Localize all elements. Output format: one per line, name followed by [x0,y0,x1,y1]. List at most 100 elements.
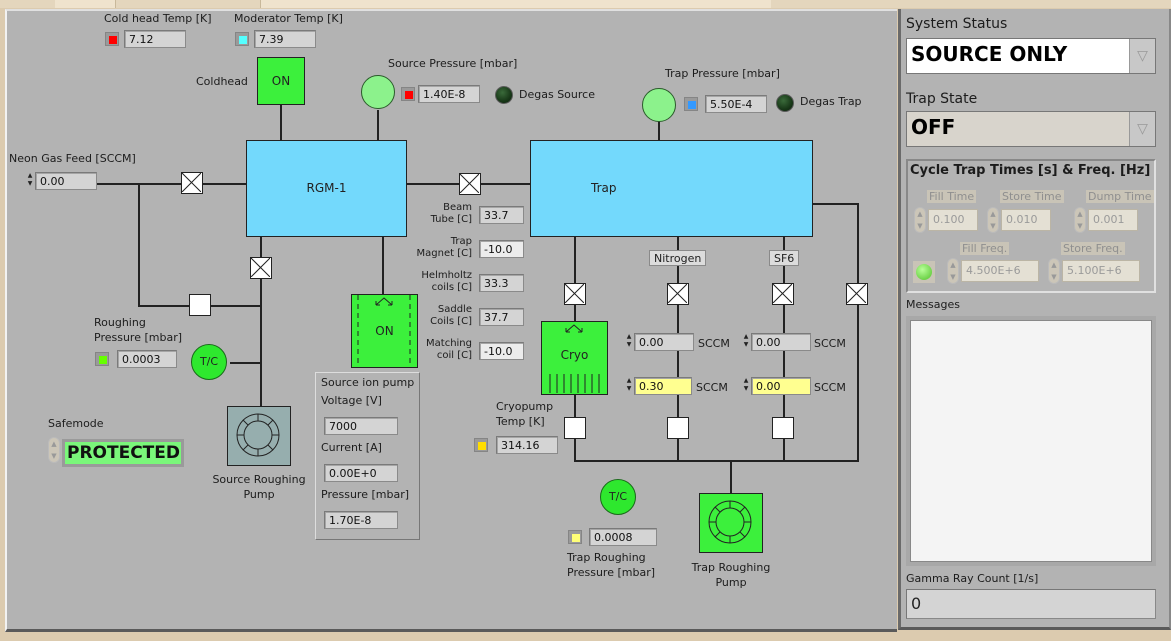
dump-time-spinner[interactable]: ▲▼ [1074,207,1086,233]
sf6-actual-spinner[interactable]: ▲▼ [743,333,749,348]
system-status-label: System Status [906,16,1008,32]
cycle-status-led[interactable] [916,264,932,280]
dump-time-label: Dump Time [1086,190,1154,203]
trap-state-value: OFF [911,115,956,139]
sf6-set-spinner[interactable]: ▲▼ [743,377,749,392]
neon-gas-feed-label: Neon Gas Feed [SCCM] [9,152,136,165]
vacuum-diagram-panel: Cold head Temp [K] 7.12 Moderator Temp [… [5,9,897,632]
degas-source-led[interactable] [495,86,513,104]
trap-state-select[interactable]: OFF ▽ [906,111,1156,147]
beam-tube-valve[interactable] [459,173,481,195]
degas-trap-led[interactable] [776,94,794,112]
label-line: Helmholtz [421,270,472,281]
voltage-label: Voltage [V] [321,394,382,407]
label-line: Roughing [94,316,146,329]
pipe [382,236,384,294]
source-ion-pump-cluster: Source ion pump Voltage [V] 7000 Current… [315,372,420,540]
label-line: Tube [C] [430,214,472,225]
degas-source-label: Degas Source [519,88,595,101]
pipe [857,203,859,461]
tab-strip [0,0,1171,8]
pipe [658,110,660,142]
label-line: Trap [450,236,472,247]
nitrogen-actual-spinner[interactable]: ▲▼ [626,333,632,348]
moderator-temp-value: 7.39 [254,30,316,48]
trap-roughing-pump[interactable] [699,493,763,553]
store-freq-label: Store Freq. [1061,242,1125,255]
led-fill [405,91,413,99]
pipe [280,104,282,142]
saddle-coils-temp-value: 37.7 [479,308,524,326]
sf6-set-unit: SCCM [814,381,846,394]
current-label: Current [A] [321,441,382,454]
tab-1[interactable] [55,0,116,8]
nitrogen-valve[interactable] [667,283,689,305]
sf6-roughing-valve[interactable] [772,417,794,439]
chevron-down-icon[interactable]: ▽ [1129,112,1155,146]
messages-box[interactable] [910,320,1152,562]
sf6-valve[interactable] [772,283,794,305]
moderator-temp-label: Moderator Temp [K] [234,12,343,25]
pipe [95,183,247,185]
pressure-value: 1.70E-8 [324,511,398,529]
source-tc-gauge: T/C [191,344,227,380]
cryo-roughing-valve[interactable] [564,417,586,439]
safemode-spinner[interactable]: ▲▼ [48,437,60,463]
trap-roughing-pressure-led [568,530,582,544]
cryo-label: Cryo [560,348,589,362]
cryopump-temp-led [474,438,488,452]
valve-x-icon [565,284,584,303]
source-roughing-valve[interactable] [250,257,272,279]
coldhead-toggle[interactable]: ON [257,57,305,105]
beam-tube-temp-value: 33.7 [479,206,524,224]
label-line: Trap Roughing [567,551,646,564]
system-status-select[interactable]: SOURCE ONLY ▽ [906,38,1156,74]
store-freq-spinner[interactable]: ▲▼ [1048,258,1060,284]
chevron-down-icon[interactable]: ▽ [1129,39,1155,73]
nitrogen-flow-setpoint[interactable]: 0.30 [634,377,692,395]
sf6-flow-setpoint[interactable]: 0.00 [751,377,811,395]
source-roughing-pump[interactable] [227,406,291,466]
pressure-label: Pressure [mbar] [321,488,410,501]
cold-head-temp-label: Cold head Temp [K] [104,12,212,25]
trap-magnet-temp-value: -10.0 [479,240,524,258]
cycle-title: Cycle Trap Times [s] & Freq. [Hz] [910,163,1151,178]
store-time-spinner[interactable]: ▲▼ [987,207,999,233]
source-pressure-label: Source Pressure [mbar] [388,57,518,70]
nitrogen-set-spinner[interactable]: ▲▼ [626,377,632,392]
store-time-label: Store Time [1000,190,1064,203]
roughing-pressure-value: 0.0003 [117,350,177,368]
fill-time-input[interactable]: 0.100 [928,209,978,231]
ion-pump-state: ON [375,324,394,338]
source-pressure-led [401,87,415,101]
neon-feed-valve[interactable] [181,172,203,194]
fill-freq-input[interactable]: 4.500E+6 [961,260,1039,282]
dump-time-input[interactable]: 0.001 [1088,209,1138,231]
led-fill [109,36,117,44]
safemode-value[interactable]: PROTECTED [65,442,181,464]
cryo-pump[interactable]: Cryo [541,321,608,395]
neon-gas-feed-input[interactable]: 0.00 [35,172,97,190]
cryo-valve[interactable] [564,283,586,305]
valve-x-icon [251,258,270,277]
roughing-bypass-valve[interactable] [189,294,211,316]
pipe [811,203,859,205]
matching-coil-temp-value: -10.0 [479,342,524,360]
nitrogen-roughing-valve[interactable] [667,417,689,439]
neon-gas-feed-spinner[interactable]: ▲▼ [27,172,33,187]
store-time-input[interactable]: 0.010 [1001,209,1051,231]
fill-time-spinner[interactable]: ▲▼ [914,207,926,233]
trap-bypass-valve[interactable] [846,283,868,305]
label-line: Beam [443,202,472,213]
store-freq-input[interactable]: 5.100E+6 [1062,260,1140,282]
tab-2[interactable] [260,0,771,8]
fill-freq-spinner[interactable]: ▲▼ [947,258,959,284]
pipe [230,362,262,364]
ion-pump-toggle[interactable]: ON [351,294,418,368]
trap-pressure-label: Trap Pressure [mbar] [665,67,780,80]
messages-label: Messages [906,298,960,311]
